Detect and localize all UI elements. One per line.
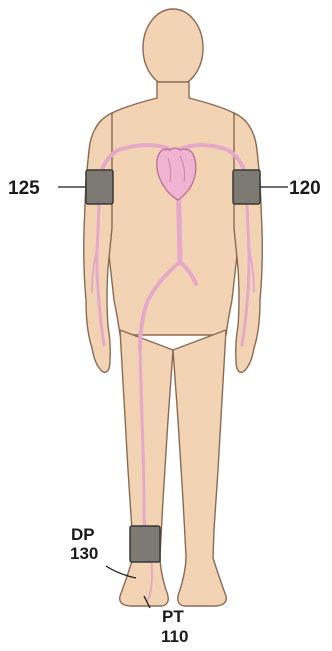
- pt-label: PT: [162, 607, 184, 626]
- body-silhouette: [84, 9, 263, 606]
- ankle-cuff: [130, 526, 160, 562]
- right-arm-cuff: [86, 170, 113, 204]
- dp-pressure: 130: [70, 544, 98, 563]
- pt-pressure: 110: [161, 627, 188, 646]
- left-arm-cuff: [233, 170, 260, 204]
- torso: [96, 82, 250, 335]
- left-arm-pressure: 120: [289, 178, 321, 199]
- right-leg: [120, 330, 173, 606]
- head: [143, 9, 203, 87]
- right-arm-pressure: 125: [8, 178, 40, 199]
- dp-label: DP: [71, 525, 95, 544]
- left-leg: [173, 330, 226, 606]
